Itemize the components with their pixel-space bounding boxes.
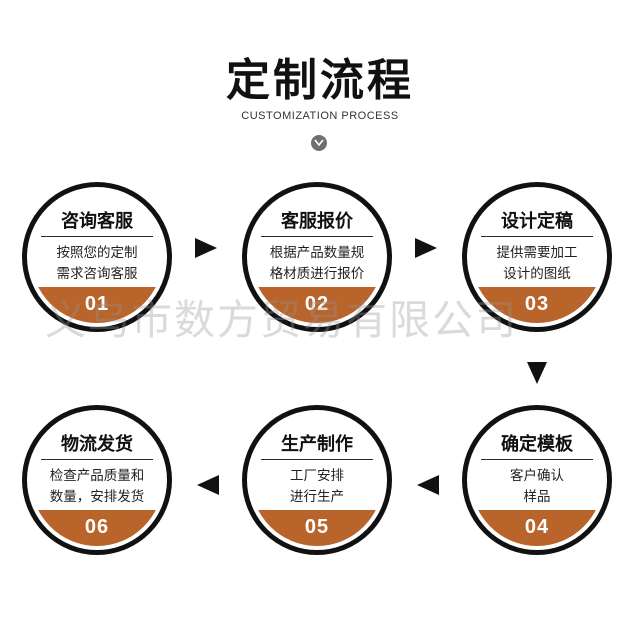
step-title: 设计定稿 xyxy=(501,211,573,232)
chevron-down-icon xyxy=(311,135,327,151)
step-description: 检查产品质量和 数量，安排发货 xyxy=(49,468,145,505)
step-divider xyxy=(41,459,153,460)
step-02: 客服报价 根据产品数量规 格材质进行报价 02 xyxy=(242,182,392,332)
step-title: 客服报价 xyxy=(281,211,353,232)
step-number-band: 03 xyxy=(471,287,603,323)
page-title: 定制流程 xyxy=(226,55,414,106)
step-number: 05 xyxy=(304,516,330,538)
step-title: 确定模板 xyxy=(501,434,573,455)
step-title: 物流发货 xyxy=(61,434,133,455)
step-number: 06 xyxy=(84,516,110,538)
step-divider xyxy=(261,236,373,237)
arrow-down-icon xyxy=(527,362,547,384)
step-description: 客户确认 样品 xyxy=(510,468,564,505)
step-number: 04 xyxy=(524,516,550,538)
step-description: 根据产品数量规 格材质进行报价 xyxy=(269,245,365,282)
arrow-right-icon xyxy=(415,238,437,258)
arrow-left-icon xyxy=(197,475,219,495)
step-divider xyxy=(41,236,153,237)
step-number: 01 xyxy=(84,293,110,315)
arrow-left-icon xyxy=(417,475,439,495)
step-divider xyxy=(481,459,593,460)
step-number: 02 xyxy=(304,293,330,315)
arrow-right-icon xyxy=(195,238,217,258)
step-number: 03 xyxy=(524,293,550,315)
step-divider xyxy=(481,236,593,237)
step-04: 确定模板 客户确认 样品 04 xyxy=(462,405,612,555)
step-03: 设计定稿 提供需要加工 设计的图纸 03 xyxy=(462,182,612,332)
step-description: 提供需要加工 设计的图纸 xyxy=(496,245,578,282)
step-title: 生产制作 xyxy=(281,434,353,455)
page-subtitle: CUSTOMIZATION PROCESS xyxy=(241,110,399,122)
step-01: 咨询客服 按照您的定制 需求咨询客服 01 xyxy=(22,182,172,332)
step-number-band: 04 xyxy=(471,510,603,546)
step-number-band: 01 xyxy=(31,287,163,323)
step-number-band: 02 xyxy=(251,287,383,323)
step-05: 生产制作 工厂安排 进行生产 05 xyxy=(242,405,392,555)
step-06: 物流发货 检查产品质量和 数量，安排发货 06 xyxy=(22,405,172,555)
step-divider xyxy=(261,459,373,460)
step-description: 工厂安排 进行生产 xyxy=(290,468,344,505)
step-number-band: 05 xyxy=(251,510,383,546)
step-number-band: 06 xyxy=(31,510,163,546)
step-title: 咨询客服 xyxy=(61,211,133,232)
step-description: 按照您的定制 需求咨询客服 xyxy=(56,245,138,282)
